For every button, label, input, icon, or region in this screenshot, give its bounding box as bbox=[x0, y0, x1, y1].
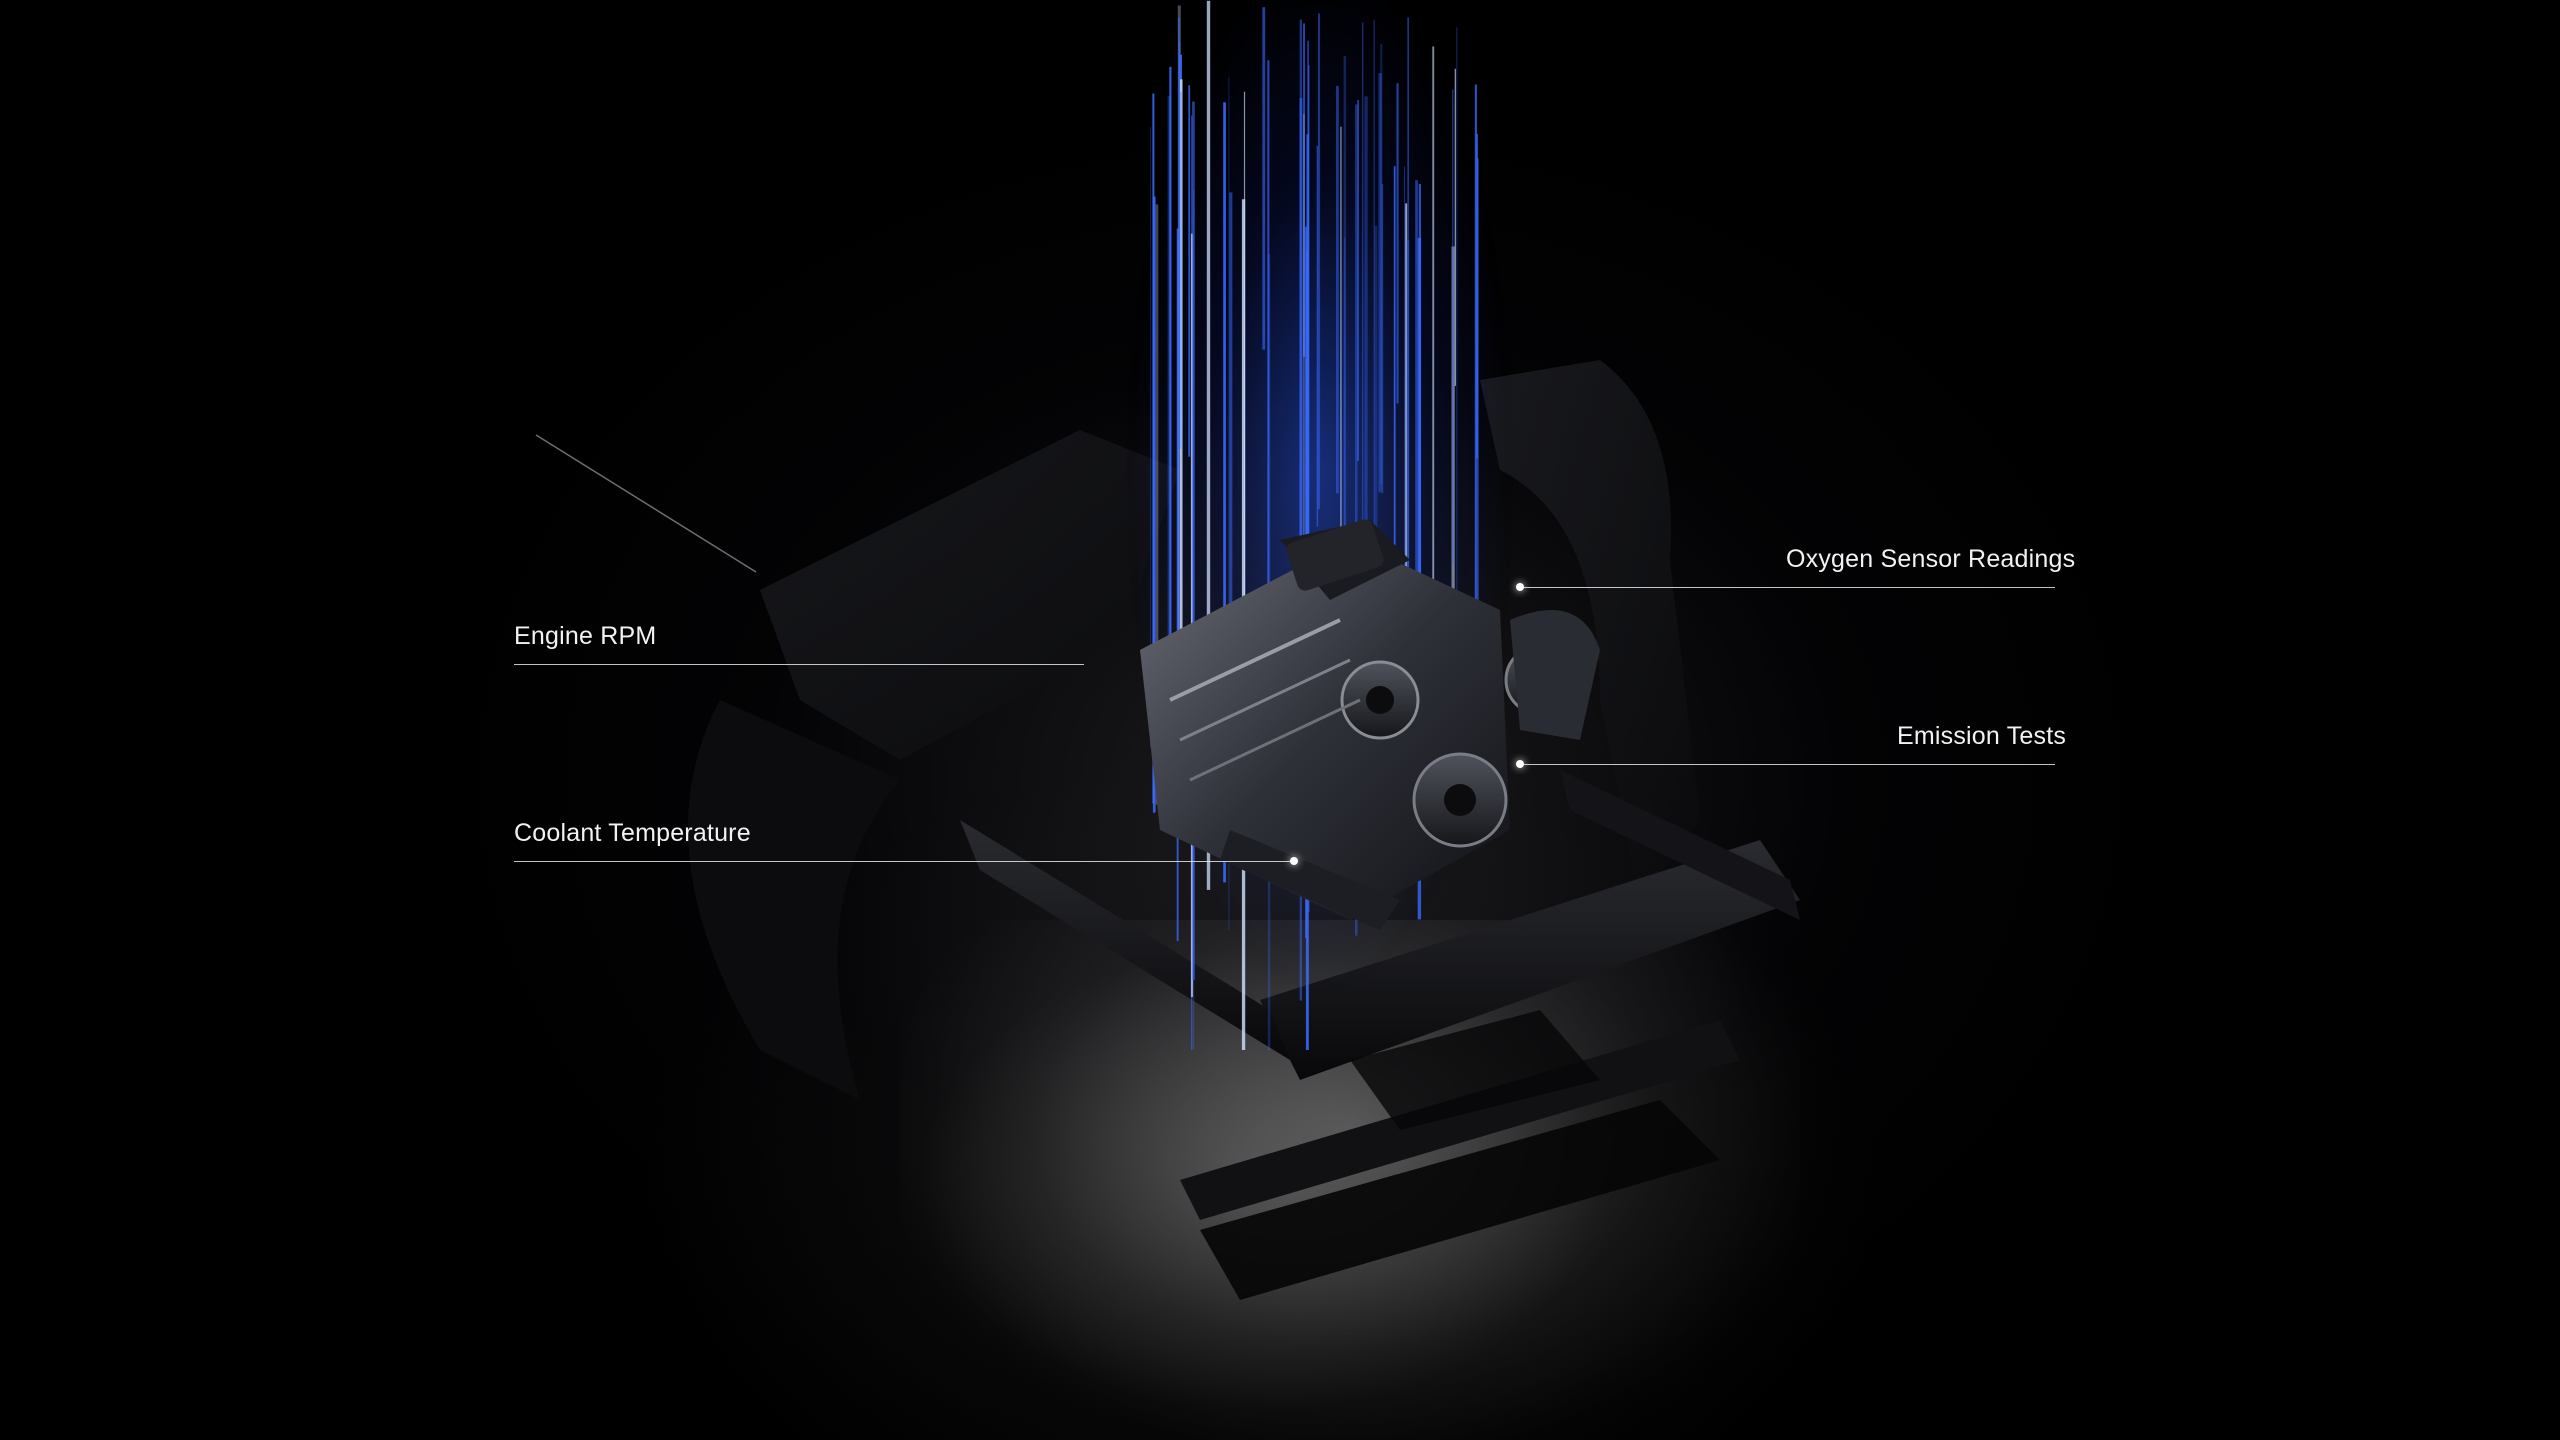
callout-coolant-temperature: Coolant Temperature bbox=[514, 819, 751, 847]
right-frame-rail bbox=[1560, 770, 1800, 920]
light-streak bbox=[1452, 89, 1454, 564]
light-streak bbox=[1477, 158, 1479, 692]
left-wheel-arch bbox=[688, 700, 900, 1100]
light-streak bbox=[1364, 96, 1368, 606]
light-streak bbox=[1155, 204, 1159, 805]
light-streak bbox=[1306, 225, 1309, 601]
right-fender-shape bbox=[1480, 360, 1700, 900]
light-streak bbox=[1396, 83, 1399, 404]
light-streak bbox=[1374, 226, 1378, 687]
light-streak bbox=[1340, 126, 1342, 550]
light-streak bbox=[1308, 65, 1310, 913]
light-streak bbox=[1407, 17, 1409, 596]
light-streak bbox=[1303, 114, 1305, 599]
light-streak bbox=[1177, 240, 1181, 708]
light-streak bbox=[1474, 84, 1477, 692]
light-streak bbox=[1373, 19, 1375, 669]
light-streak bbox=[1180, 79, 1183, 683]
callout-emission-tests-dot bbox=[1516, 760, 1524, 768]
light-streak bbox=[1150, 126, 1151, 748]
engine-illustration bbox=[1140, 519, 1600, 930]
left-fender-shape bbox=[760, 430, 1180, 760]
callout-emission-tests: Emission Tests bbox=[1897, 722, 2067, 750]
light-streak bbox=[1404, 166, 1405, 855]
light-streak bbox=[1229, 192, 1233, 707]
light-streak bbox=[1169, 66, 1172, 715]
light-streak bbox=[1299, 19, 1302, 1001]
light-streak bbox=[1223, 102, 1226, 883]
light-streak bbox=[1432, 46, 1435, 588]
light-streak bbox=[1343, 56, 1347, 767]
callout-engine-rpm-line bbox=[514, 664, 1084, 665]
front-crossmember bbox=[1260, 840, 1800, 1080]
light-streak bbox=[1355, 104, 1358, 936]
lower-frame-rail bbox=[1180, 1020, 1740, 1220]
light-streak bbox=[1188, 85, 1191, 457]
light-streak bbox=[1243, 91, 1246, 617]
floor-shadow bbox=[1200, 1100, 1720, 1300]
light-streak bbox=[1393, 166, 1396, 654]
light-streak bbox=[1378, 73, 1382, 493]
light-streak bbox=[1190, 233, 1193, 998]
light-streak bbox=[1405, 203, 1408, 855]
light-streak bbox=[1415, 180, 1418, 622]
light-streak bbox=[1316, 145, 1319, 527]
callout-engine-rpm: Engine RPM bbox=[514, 622, 657, 650]
light-streak bbox=[1318, 13, 1321, 510]
light-streak bbox=[1381, 183, 1384, 494]
left-frame-rail bbox=[960, 820, 1290, 1060]
callout-emission-tests-line bbox=[1520, 764, 2055, 765]
light-streak bbox=[1357, 99, 1359, 461]
callout-coolant-temperature-line bbox=[514, 861, 1294, 862]
callout-oxygen-sensor-readings-line bbox=[1520, 587, 2055, 588]
light-streak bbox=[1454, 68, 1456, 386]
floor-shadow-2 bbox=[1350, 1010, 1600, 1130]
callout-oxygen-sensor-readings: Oxygen Sensor Readings bbox=[1786, 545, 2076, 573]
light-streak bbox=[1192, 101, 1195, 980]
light-streak bbox=[1228, 77, 1230, 931]
light-streak bbox=[1167, 95, 1171, 723]
light-streak bbox=[1418, 184, 1422, 678]
light-streak bbox=[1267, 60, 1270, 874]
light-streak bbox=[1456, 27, 1458, 611]
light-streak bbox=[1336, 85, 1339, 494]
light-streak bbox=[1343, 237, 1346, 551]
light-streak bbox=[1362, 22, 1364, 605]
callout-oxygen-sensor-readings-dot bbox=[1516, 583, 1524, 591]
light-streak bbox=[1176, 228, 1179, 942]
light-streak bbox=[1180, 91, 1182, 449]
light-streak bbox=[1206, 0, 1211, 890]
callout-coolant-temperature-dot bbox=[1290, 857, 1298, 865]
light-streak bbox=[1380, 43, 1383, 484]
light-streak bbox=[1152, 196, 1156, 813]
light-streak bbox=[1303, 23, 1305, 357]
light-streak bbox=[1451, 246, 1455, 815]
light-streak bbox=[1262, 7, 1266, 350]
